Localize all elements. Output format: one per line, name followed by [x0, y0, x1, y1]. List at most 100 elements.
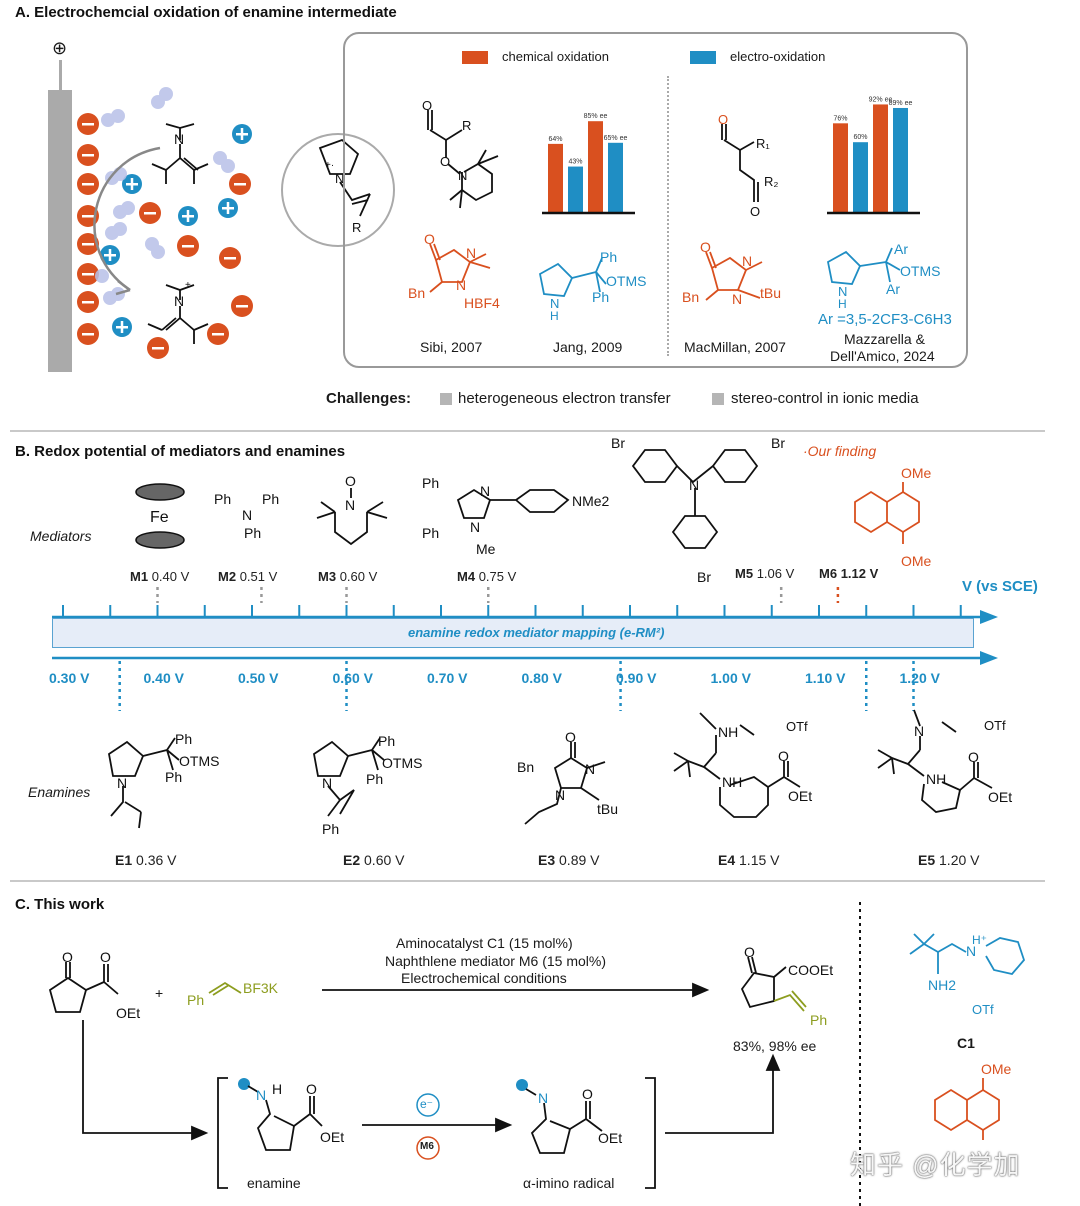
condition-line-1: Aminocatalyst C1 (15 mol%): [396, 935, 573, 951]
axis-tick-label: 1.10 V: [805, 670, 846, 686]
svg-text:R₁: R₁: [756, 136, 770, 151]
our-finding-label: ·Our finding: [803, 443, 877, 459]
enamine-intermediate-structure: N H O OEt: [238, 1078, 344, 1151]
macmillan-catalyst-structure: O N N Bn tBu: [682, 239, 781, 307]
enamine-e1: E1 0.36 V: [115, 852, 177, 868]
plus-sign: +: [155, 985, 164, 1001]
svg-text:tBu: tBu: [597, 801, 618, 817]
svg-text:Ph: Ph: [214, 491, 231, 507]
challenges-label: Challenges:: [326, 390, 412, 407]
svg-text:N: N: [585, 761, 595, 777]
enamine-e2-structure: N Ph OTMS Ph Ph: [313, 733, 422, 837]
mediators-label: Mediators: [30, 528, 92, 544]
svg-text:OMe: OMe: [981, 1061, 1012, 1077]
reaction-arrows: [82, 900, 861, 1206]
svg-text:N: N: [480, 483, 490, 499]
svg-text:H: H: [272, 1081, 282, 1097]
condition-line-3: Electrochemical conditions: [401, 970, 567, 986]
divider-a-b: [10, 430, 1045, 432]
enamine-e4: E4 1.15 V: [718, 852, 780, 868]
triphenylamine-structure: Ph Ph N Ph: [214, 491, 279, 541]
axis-tick-label: 0.40 V: [143, 670, 184, 686]
svg-text:O: O: [62, 950, 73, 965]
product-structure: O COOEt Ph: [740, 945, 833, 1028]
bar-label-2: 85% ee: [584, 113, 608, 120]
condition-line-2: Naphthlene mediator M6 (15 mol%): [385, 953, 606, 969]
axis-tick-label: 0.60 V: [332, 670, 373, 686]
section-b-title: B. Redox potential of mediators and enam…: [15, 443, 346, 460]
enamine-e4-structure: NH NH O OEt OTf: [673, 712, 812, 818]
panel-dotted-divider: [667, 76, 669, 356]
svg-text:N: N: [458, 168, 467, 183]
ferrocene-structure: Fe: [135, 483, 185, 549]
sibi-catalyst-structure: O N N Bn HBF4: [408, 231, 500, 311]
mediator-m2: M2 0.51 V: [218, 569, 278, 584]
svg-text:NH: NH: [718, 724, 738, 740]
svg-text:R: R: [462, 118, 471, 133]
svg-text:Ph: Ph: [378, 733, 395, 749]
electrode: [48, 90, 72, 372]
svg-text:Br: Br: [697, 569, 711, 585]
svg-text:N: N: [838, 284, 847, 299]
svg-text:Ph: Ph: [592, 289, 609, 305]
svg-text:N: N: [335, 171, 344, 186]
electrode-wire: [59, 60, 62, 92]
mapping-band: [52, 618, 974, 648]
svg-text:O: O: [565, 729, 576, 745]
svg-text:NH: NH: [926, 771, 946, 787]
aldehyde-structure: O R₁ R₂ O: [718, 112, 778, 219]
mediator-m1: M1 0.40 V: [130, 569, 190, 584]
svg-text:N: N: [470, 519, 480, 535]
imidazole-mediator-structure: Ph Ph N N Me NMe2: [422, 475, 610, 557]
svg-text:OTf: OTf: [786, 719, 808, 734]
mapping-band-label: enamine redox mediator mapping (e-RM²): [408, 625, 665, 640]
bar-2: [873, 104, 888, 213]
challenge-bullet-2: [712, 393, 724, 405]
svg-text:NMe2: NMe2: [572, 493, 610, 509]
svg-text:O: O: [778, 748, 789, 764]
section-c-title: C. This work: [15, 896, 105, 913]
svg-text:+·: +·: [325, 160, 334, 171]
svg-text:N: N: [256, 1087, 266, 1103]
electrode-sign: ⊕: [52, 38, 68, 58]
svg-text:OMe: OMe: [901, 553, 932, 569]
svg-text:+·: +·: [185, 280, 194, 291]
mediator-m4: M4 0.75 V: [457, 569, 517, 584]
svg-text:N: N: [538, 1090, 548, 1106]
svg-text:Ph: Ph: [322, 821, 339, 837]
legend-chemical-label: chemical oxidation: [502, 49, 609, 64]
bar-3: [608, 142, 623, 213]
axis-unit-label: V (vs SCE): [962, 578, 1038, 595]
radical-cation-inset: N +· R: [281, 133, 395, 247]
anion-icons: [77, 113, 253, 359]
section-a-title: A. Electrochemcial oxidation of enamine …: [15, 4, 397, 21]
svg-text:Bn: Bn: [408, 285, 425, 301]
svg-text:N: N: [742, 253, 752, 269]
svg-text:OEt: OEt: [116, 1005, 140, 1021]
styryl-trifluoroborate-structure: Ph BF3K: [187, 980, 279, 1008]
product-yield: 83%, 98% ee: [733, 1038, 817, 1054]
citation-dellamico: Dell'Amico, 2024: [830, 348, 935, 364]
svg-text:OTf: OTf: [984, 718, 1006, 733]
svg-text:N: N: [555, 787, 565, 803]
svg-text:tBu: tBu: [760, 285, 781, 301]
svg-text:Ar: Ar: [886, 281, 900, 297]
r-group-label: R: [352, 220, 361, 235]
svg-text:N: N: [242, 507, 252, 523]
enamine-e5-structure: N NH O OEt OTf: [877, 709, 1012, 813]
svg-text:N: N: [732, 291, 742, 307]
electron-label: e⁻: [420, 1097, 434, 1111]
svg-text:O: O: [422, 100, 432, 113]
svg-text:O: O: [744, 945, 755, 960]
svg-text:O: O: [582, 1086, 593, 1102]
enamine-caption: enamine: [247, 1175, 301, 1191]
axis-tick-label: 0.30 V: [49, 670, 90, 686]
svg-text:Ph: Ph: [187, 992, 204, 1008]
challenge-bullet-1: [440, 393, 452, 405]
bar-0: [548, 143, 563, 213]
divider-b-c: [10, 880, 1045, 882]
legend-electro-swatch: [690, 51, 716, 64]
c1-catalyst-structure: N H⁺ NH2 OTf: [909, 933, 1026, 1017]
svg-text:N: N: [174, 293, 184, 309]
svg-text:Ph: Ph: [422, 525, 439, 541]
